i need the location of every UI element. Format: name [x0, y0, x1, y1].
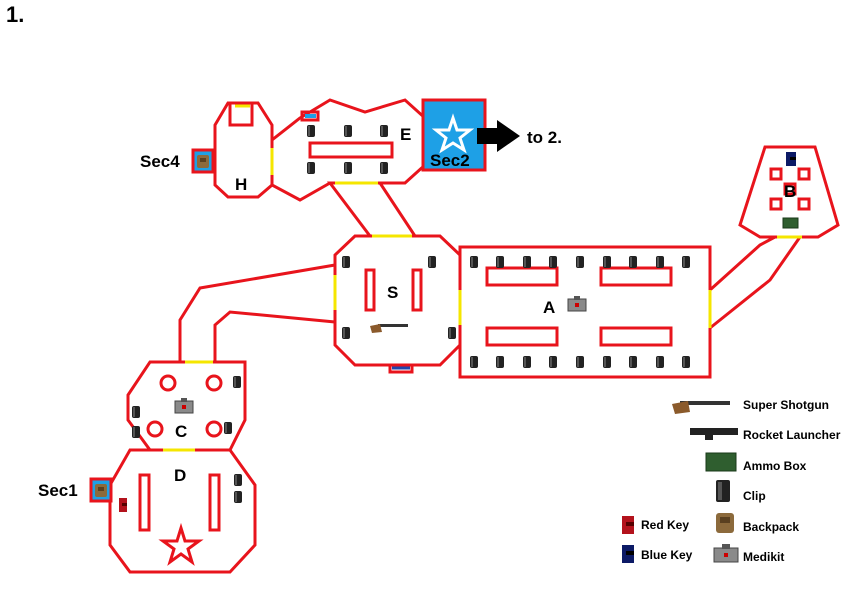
- backpack-icon: [197, 155, 209, 168]
- exit-label: to 2.: [527, 128, 562, 147]
- backpack-icon: [95, 484, 107, 497]
- legend-medikit-label: Medikit: [743, 550, 785, 564]
- room-b-pillar: [797, 197, 811, 211]
- room-label-a: A: [543, 298, 555, 317]
- legend-blue-key-icon: [622, 545, 634, 563]
- exit-arrow-icon: [477, 120, 520, 152]
- room-e-pillar: [308, 141, 394, 159]
- corridor-s-c-inner: [213, 310, 336, 362]
- room-label-c: C: [175, 422, 187, 441]
- legend-clip-label: Clip: [743, 489, 766, 503]
- room-b-pillar: [769, 167, 783, 181]
- corridor-e-s: [326, 181, 418, 238]
- room-h: [213, 101, 274, 199]
- super-shotgun-icon: [370, 324, 408, 333]
- room-c-barrels: [146, 374, 223, 438]
- doors: [163, 104, 802, 452]
- secret-label-sec4: Sec4: [140, 152, 180, 171]
- room-d: [108, 448, 257, 574]
- room-a-pillar-1: [485, 266, 559, 287]
- corridor-a-b-upper: [708, 235, 776, 292]
- legend-ammo-box-label: Ammo Box: [743, 459, 807, 473]
- legend-ammo-box-icon: [705, 452, 737, 472]
- legend-clip-icon: [716, 480, 730, 502]
- page-title: 1.: [6, 2, 25, 27]
- room-label-s: S: [387, 283, 398, 302]
- legend-red-key-icon: [622, 516, 634, 534]
- ammo-box-icon: [782, 217, 799, 229]
- room-s-pillar-left: [364, 268, 376, 312]
- red-key-icon: [119, 498, 127, 512]
- room-e-nook: [300, 110, 320, 122]
- blue-key-icon: [786, 152, 796, 166]
- room-d-pillar-right: [208, 473, 221, 532]
- legend-red-key-label: Red Key: [641, 518, 690, 532]
- legend-super-shotgun-icon: [672, 401, 730, 414]
- room-d-pillar-left: [138, 473, 151, 532]
- room-e: [270, 98, 427, 202]
- medikit-icon: [174, 397, 194, 414]
- room-label-h: H: [235, 175, 247, 194]
- room-label-b: B: [784, 182, 796, 201]
- room-label-d: D: [174, 466, 186, 485]
- room-s-pillar-right: [411, 268, 423, 312]
- room-label-e: E: [400, 125, 411, 144]
- legend-super-shotgun-label: Super Shotgun: [743, 398, 829, 412]
- legend-backpack-icon: [716, 513, 734, 533]
- medikit-icon: [567, 295, 587, 312]
- secret-label-sec1: Sec1: [38, 481, 78, 500]
- secret-star-icon: [431, 113, 475, 154]
- room-b-pillar: [797, 167, 811, 181]
- room-h-nook: [228, 101, 254, 127]
- legend-rocket-launcher-icon: [690, 428, 738, 440]
- start-star-icon: [158, 522, 204, 566]
- corridor-s-c-outer: [178, 263, 336, 362]
- room-a-pillar-3: [485, 326, 559, 347]
- room-a-pillar-4: [599, 326, 673, 347]
- legend-medikit-icon: [713, 544, 739, 563]
- legend-blue-key-label: Blue Key: [641, 548, 693, 562]
- room-b-pillar: [783, 182, 797, 196]
- corridor-a-b-lower: [709, 236, 802, 330]
- secret-label-sec2: Sec2: [430, 151, 470, 170]
- legend-rocket-launcher-label: Rocket Launcher: [743, 428, 841, 442]
- room-a-pillar-2: [599, 266, 673, 287]
- room-b: [738, 145, 840, 239]
- room-b-pillar: [769, 197, 783, 211]
- legend-backpack-label: Backpack: [743, 520, 800, 534]
